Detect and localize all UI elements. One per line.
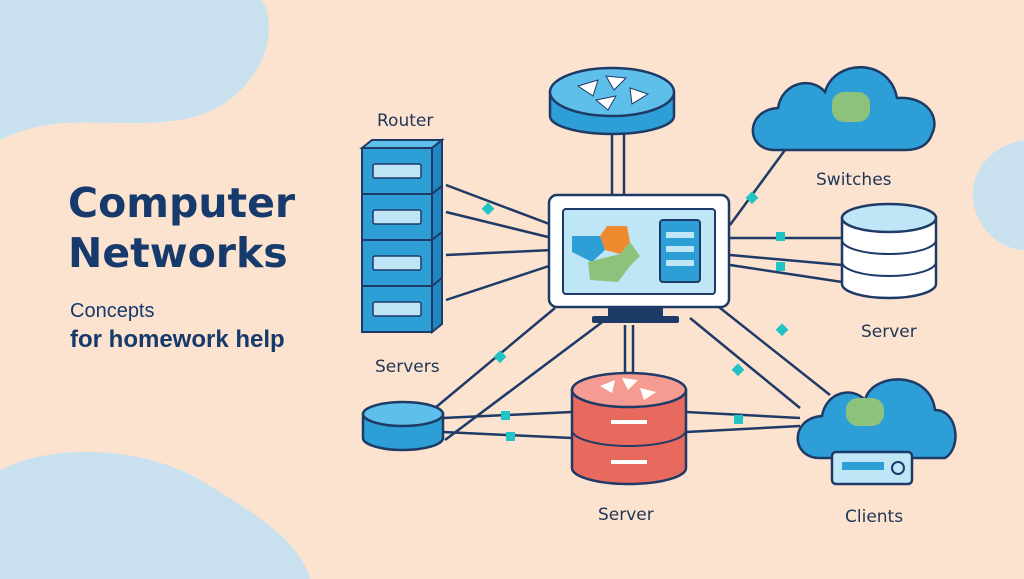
bg-blob-right [972, 140, 1024, 250]
device-icon [830, 450, 914, 486]
clients-cloud-icon [796, 378, 957, 460]
red-router-icon [570, 371, 688, 486]
label-clients: Clients [845, 507, 904, 527]
title-line-2: Networks [68, 229, 288, 277]
label-servers: Servers [375, 357, 440, 377]
router-icon [548, 66, 676, 136]
title-line-1: Computer [68, 179, 296, 227]
disk-icon [361, 400, 445, 452]
subtitle-line-2: for homework help [70, 326, 285, 353]
monitor-icon [547, 193, 731, 323]
page-title: Computer Networks [68, 178, 295, 278]
server-rack-icon [359, 137, 445, 335]
bg-blob-top-left [0, 0, 270, 140]
label-switches: Switches [816, 170, 892, 190]
label-router: Router [377, 111, 434, 131]
database-icon [840, 202, 938, 300]
label-server-bottom: Server [598, 505, 654, 525]
cloud-icon [751, 66, 936, 152]
label-server-right: Server [861, 322, 917, 342]
subtitle-line-1: Concepts [70, 300, 155, 322]
bg-blob-bottom-left [0, 451, 310, 579]
